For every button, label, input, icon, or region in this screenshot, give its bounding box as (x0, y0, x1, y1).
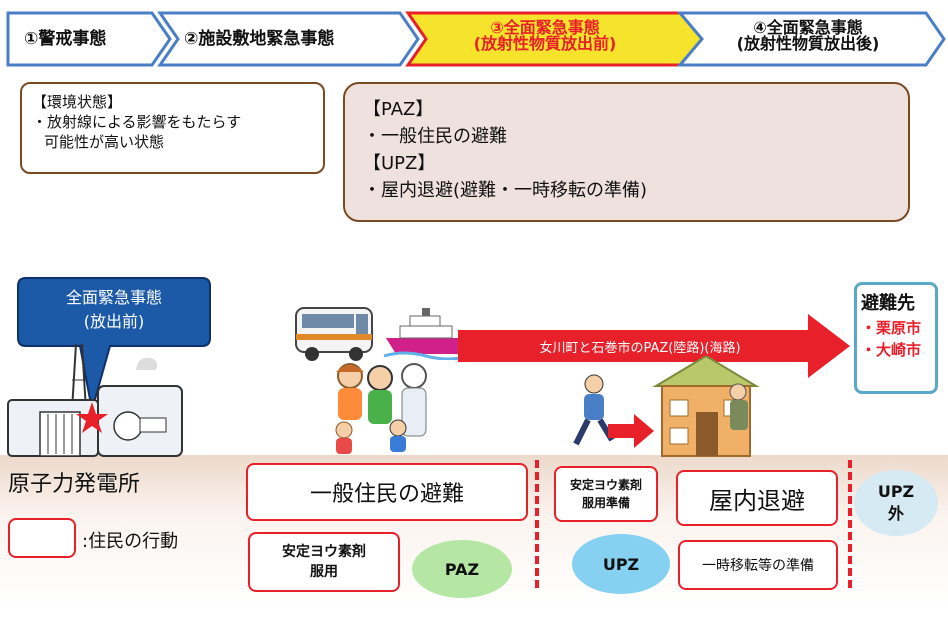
steam-icon (136, 357, 158, 370)
stage-arrows (6, 11, 946, 67)
action-iodine-paz: 安定ヨウ素剤服用 (248, 532, 400, 592)
zone-outside-upz: UPZ外 (854, 470, 938, 536)
paz-item: ・一般住民の避難 (363, 126, 507, 147)
action-relocation-prep: 一時移転等の準備 (678, 540, 838, 590)
zone-upz-label: UPZ (602, 554, 640, 574)
ship-icon (384, 308, 470, 360)
destination-city1: ・栗原市 (861, 319, 922, 337)
move-arrow-icon (608, 414, 654, 448)
plant-label: 原子力発電所 (8, 472, 141, 497)
zone-outside-upz-label: UPZ外 (877, 482, 915, 523)
callout-bubble: 全面緊急事態 (放出前) (18, 286, 210, 334)
environment-line2: 可能性が高い状態 (44, 133, 165, 151)
callout-line1: 全面緊急事態 (65, 288, 162, 307)
stage-1-arrow (6, 11, 172, 67)
bus-icon (295, 307, 373, 361)
stage-3-line1: ③全面緊急事態 (490, 18, 600, 37)
stage-1-label: ①警戒事態 (24, 29, 107, 49)
callout-line2: (放出前) (83, 312, 145, 331)
zone-paz: PAZ (412, 540, 512, 598)
action-shelter: 屋内退避 (676, 470, 838, 526)
environment-line1: ・放射線による影響をもたらす (32, 113, 242, 131)
paz-boundary-line (535, 460, 539, 588)
action-iodine-paz-label: 安定ヨウ素剤服用 (282, 544, 366, 580)
upz-boundary-line (848, 460, 852, 588)
star-icon (76, 402, 108, 433)
stage-4-arrow (676, 11, 946, 67)
destination-title: 避難先 (861, 293, 915, 314)
stage-3-label: ③全面緊急事態 (放射性物質放出前) (434, 20, 656, 52)
evacuation-arrow (458, 314, 850, 378)
environment-state-box: 【環境状態】 ・放射線による影響をもたらす 可能性が高い状態 (20, 82, 325, 174)
action-shelter-label: 屋内退避 (709, 486, 805, 515)
legend-label: :住民の行動 (82, 531, 179, 552)
upz-title: 【UPZ】 (363, 153, 436, 174)
stage-4-label: ④全面緊急事態 (放射性物質放出後) (708, 20, 908, 52)
nuclear-plant-illustration (7, 343, 183, 457)
environment-title: 【環境状態】 (32, 93, 123, 111)
action-relocation-prep-label: 一時移転等の準備 (702, 558, 814, 574)
action-general-evacuation-label: 一般住民の避難 (309, 482, 464, 507)
zone-paz-label: PAZ (444, 559, 480, 579)
zone-upz: UPZ (572, 534, 670, 594)
runner-icon (573, 374, 615, 446)
destination-city2: ・大崎市 (861, 341, 922, 359)
stage-4-line2: (放射性物質放出後) (736, 34, 880, 53)
family-illustration (335, 363, 427, 454)
house-icon (652, 356, 760, 457)
stage-4-line1: ④全面緊急事態 (753, 18, 863, 37)
upz-item: ・屋内退避(避難・一時移転の準備) (363, 180, 648, 201)
response-box: 【PAZ】 ・一般住民の避難 【UPZ】 ・屋内退避(避難・一時移転の準備) (343, 82, 910, 222)
action-general-evacuation: 一般住民の避難 (246, 463, 528, 521)
action-iodine-upz-label: 安定ヨウ素剤服用準備 (570, 478, 643, 510)
destination-box: 避難先 ・栗原市 ・大崎市 (854, 282, 938, 394)
stage-3-line2: (放射性物質放出前) (473, 34, 617, 53)
evacuation-route-label: 女川町と石巻市のPAZ(陸路)(海路) (539, 341, 741, 356)
paz-title: 【PAZ】 (363, 99, 434, 120)
action-iodine-upz: 安定ヨウ素剤服用準備 (554, 466, 658, 522)
legend-swatch (8, 518, 76, 558)
stage-2-arrow (157, 11, 420, 67)
stage-2-label: ②施設敷地緊急事態 (184, 29, 335, 49)
